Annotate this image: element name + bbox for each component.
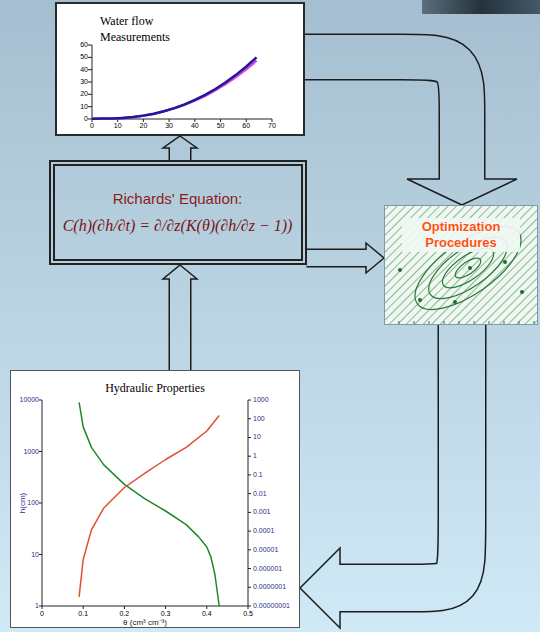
- axis-tick-label: 0: [40, 610, 44, 618]
- axis-tick-label: 40: [191, 122, 199, 130]
- axis-tick-label: 0.4: [202, 610, 212, 618]
- axis-tick-label: 100: [27, 499, 39, 507]
- contour-plot: [384, 205, 538, 325]
- axis-tick-label: 0: [90, 122, 94, 130]
- measured-curve: [92, 57, 257, 118]
- axis-tick-label: 10: [253, 433, 261, 441]
- arrow-body: [307, 250, 369, 266]
- hatching: [385, 206, 537, 324]
- block-arrow: [305, 57, 517, 205]
- axis-tick-label: 0.001: [253, 508, 271, 516]
- axis-tick-label: 0.01: [253, 490, 267, 498]
- block-arrow: [300, 325, 462, 628]
- axis-ticks: [88, 45, 272, 122]
- photo-strip: [422, 0, 540, 14]
- chart-ground: [55, 2, 305, 136]
- chart-ground: [10, 370, 300, 628]
- axis-tick-label: 0.00001: [253, 546, 278, 554]
- arrow-body: [305, 57, 462, 181]
- arrow-body: [338, 325, 462, 588]
- optimization-panel: Optimization Procedures: [384, 205, 538, 325]
- axis-tick-label: 10: [31, 551, 39, 559]
- chart-box: Water flow Measurements: [55, 2, 305, 136]
- retention-curve: [79, 402, 219, 606]
- axis-title: θ (cm³ cm⁻³): [123, 618, 167, 627]
- chart-title: Hydraulic Properties: [105, 381, 205, 396]
- axis-tick-label: 0.2: [120, 610, 130, 618]
- panel-title: Optimization Procedures: [402, 218, 520, 252]
- axis-tick-label: 20: [140, 122, 148, 130]
- equation: C(h)(∂h/∂t) = ∂/∂z(K(θ)(∂h/∂z − 1)): [63, 216, 293, 236]
- axis-tick-label: 1000: [23, 448, 39, 456]
- axis-tick-label: 60: [80, 41, 88, 49]
- axis-tick-label: 10: [114, 122, 122, 130]
- axis-tick-label: 1: [35, 602, 39, 610]
- hydraulic-chart: [10, 370, 300, 628]
- axis-tick-label: 30: [165, 122, 173, 130]
- conductivity-curve: [79, 416, 219, 597]
- axis-ticks: [39, 400, 251, 609]
- axis-tick-label: 0.00000001: [253, 602, 290, 610]
- arrow-head: [300, 548, 340, 628]
- axis-tick-label: 0.5: [243, 610, 253, 618]
- axis-tick-label: 60: [242, 122, 250, 130]
- flow-chart: [55, 2, 305, 136]
- plot-ticks: [399, 321, 534, 325]
- axis-tick-label: 0.000001: [253, 565, 282, 573]
- arrow-head: [366, 243, 384, 273]
- arrow-body: [170, 146, 190, 160]
- axis-title: h(cm): [18, 493, 27, 513]
- axis-tick-label: 100: [253, 415, 265, 423]
- axis-tick-label: 0.1: [78, 610, 88, 618]
- axis-tick-label: 10000: [20, 396, 39, 404]
- axis-tick-label: 0.1: [253, 471, 263, 479]
- axis-tick-label: 30: [80, 78, 88, 86]
- model-curve: [92, 61, 257, 119]
- arrow-body: [170, 277, 190, 370]
- axis-tick-label: 50: [80, 53, 88, 61]
- axis-tick-label: 70: [268, 122, 276, 130]
- chart-axis: [92, 45, 272, 119]
- axis-tick-label: 10: [80, 103, 88, 111]
- axis-tick-label: 40: [80, 66, 88, 74]
- axis-tick-label: 0.3: [161, 610, 171, 618]
- chart-title: Water flow Measurements: [100, 13, 190, 45]
- block-arrow: [163, 136, 197, 160]
- axis-tick-label: 0.0000001: [253, 583, 286, 591]
- plot-ground: [384, 205, 538, 325]
- axis-tick-label: 1: [253, 452, 257, 460]
- arrow-head: [163, 265, 197, 279]
- axis-tick-label: 1000: [253, 396, 269, 404]
- contour-lines: [402, 211, 533, 324]
- sample-dots: [398, 260, 524, 304]
- axis-tick-label: 0: [84, 115, 88, 123]
- arrow-head: [407, 179, 517, 205]
- chart-box: Hydraulic Properties: [10, 370, 300, 628]
- axis-tick-label: 20: [80, 90, 88, 98]
- axis-tick-label: 0.0001: [253, 527, 274, 535]
- axis-tick-label: 50: [217, 122, 225, 130]
- block-arrow: [163, 265, 197, 370]
- block-arrow: [307, 243, 385, 273]
- equation-box: Richards' Equation: C(h)(∂h/∂t) = ∂/∂z(K(…: [49, 160, 307, 265]
- chart-axis: [42, 400, 248, 606]
- equation-heading: Richards' Equation:: [113, 190, 243, 208]
